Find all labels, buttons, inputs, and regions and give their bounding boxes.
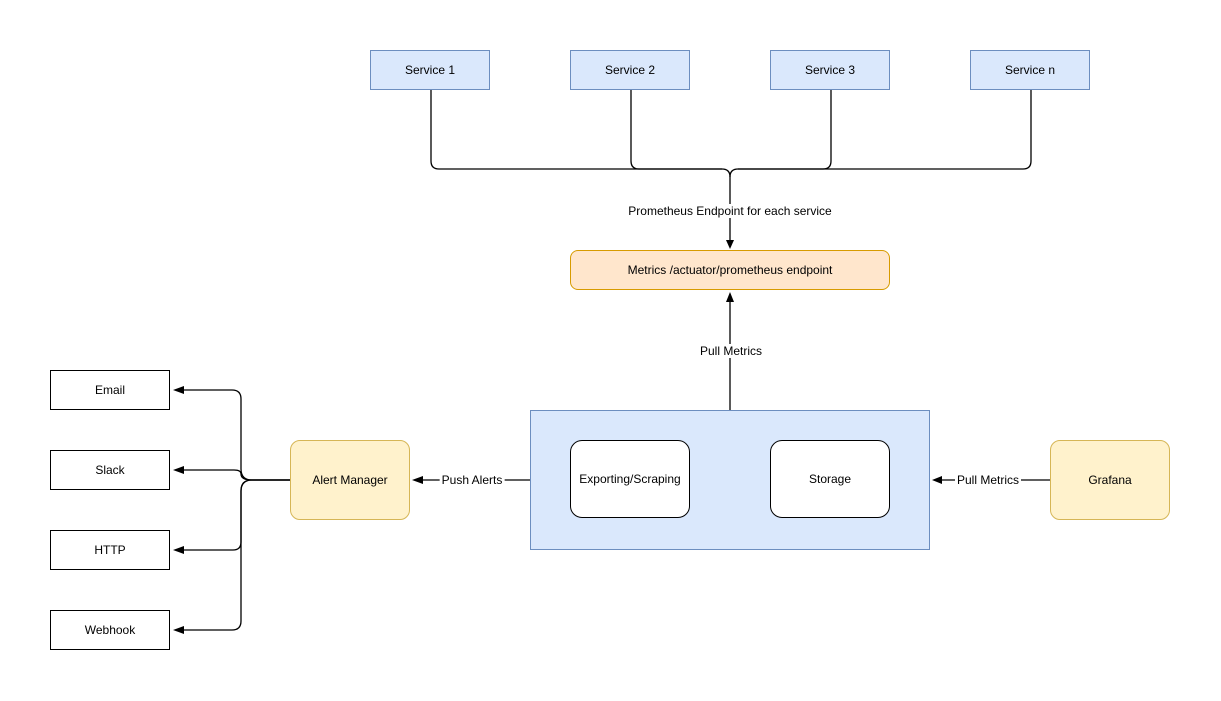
node-service-3: Service 3 [770, 50, 890, 90]
node-storage: Storage [770, 440, 890, 518]
connector-alertmanager-to-webhook [184, 479, 290, 631]
arrowhead-into-endpoint-bottom [726, 292, 734, 302]
arrowhead-into-webhook [173, 626, 184, 634]
connector-service3-to-endpoint [729, 90, 832, 178]
node-service-n: Service n [970, 50, 1090, 90]
node-metrics-endpoint: Metrics /actuator/prometheus endpoint [570, 250, 890, 290]
connector-alertmanager-to-slack [184, 469, 290, 481]
arrowhead-into-alertmanager [412, 476, 423, 484]
connector-alertmanager-to-http [184, 479, 290, 551]
node-grafana: Grafana [1050, 440, 1170, 520]
node-exporting-scraping: Exporting/Scraping [570, 440, 690, 518]
node-webhook: Webhook [50, 610, 170, 650]
arrowhead-into-email [173, 386, 184, 394]
connector-alertmanager-to-email [184, 389, 290, 481]
node-slack: Slack [50, 450, 170, 490]
arrowhead-into-http [173, 546, 184, 554]
connector-service2-to-endpoint [630, 90, 722, 170]
node-alert-manager: Alert Manager [290, 440, 410, 520]
node-email: Email [50, 370, 170, 410]
arrowhead-into-container-right [932, 476, 942, 484]
arrowhead-into-slack [173, 466, 184, 474]
node-http: HTTP [50, 530, 170, 570]
node-service-1: Service 1 [370, 50, 490, 90]
edge-label-pull-metrics-grafana: Pull Metrics [954, 473, 1022, 487]
edge-label-prometheus-endpoint: Prometheus Endpoint for each service [626, 204, 834, 218]
edge-label-pull-metrics-center: Pull Metrics [697, 344, 765, 358]
edge-label-push-alerts: Push Alerts [439, 473, 505, 487]
node-service-2: Service 2 [570, 50, 690, 90]
arrowhead-into-endpoint-top [726, 240, 734, 249]
connector-servicen-to-endpoint [738, 90, 1032, 170]
